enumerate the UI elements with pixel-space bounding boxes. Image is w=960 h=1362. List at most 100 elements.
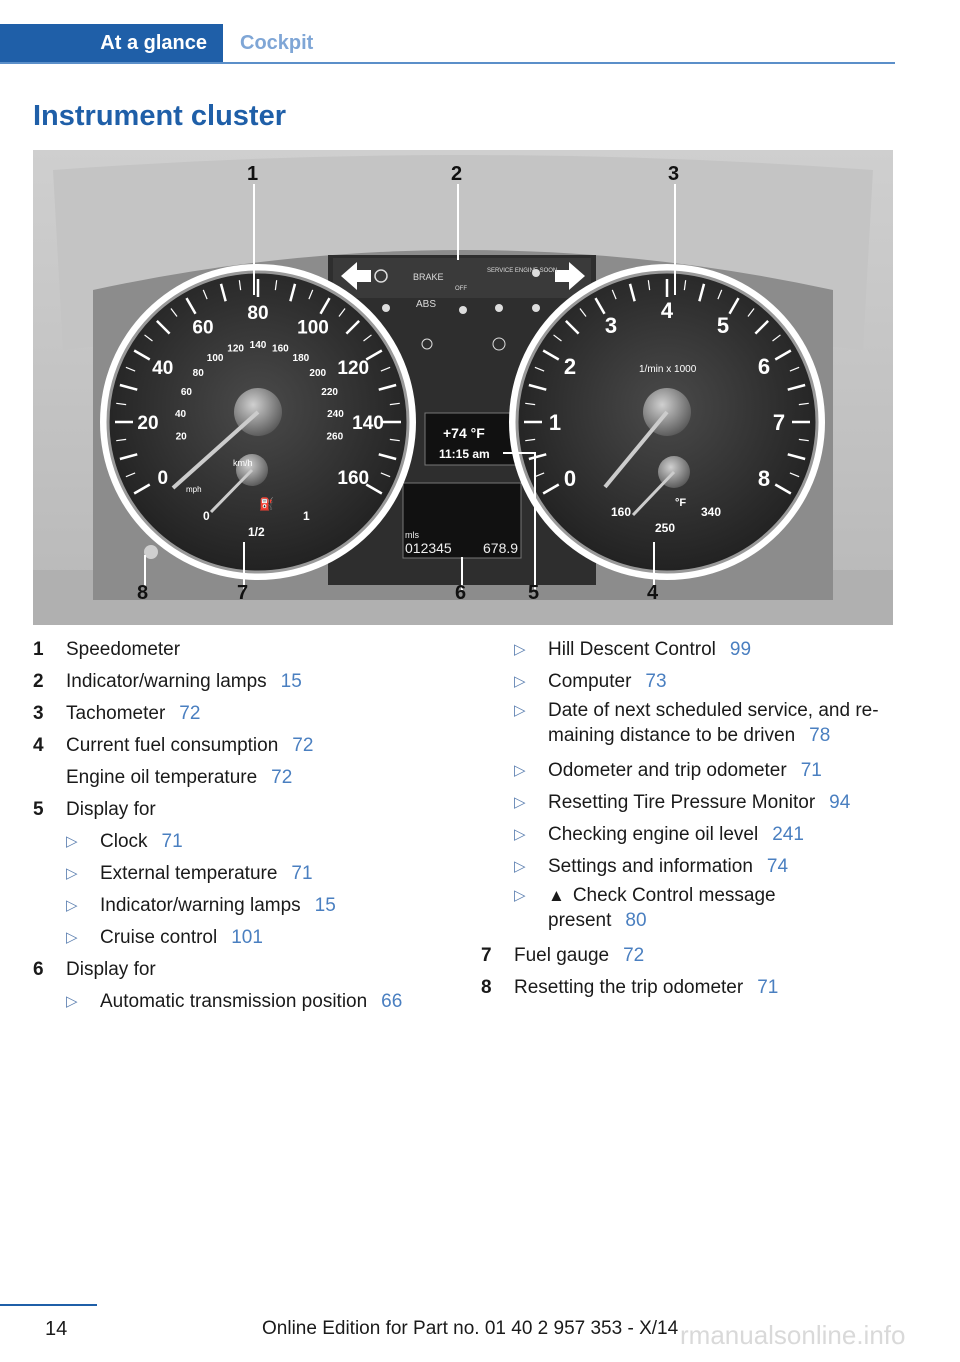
page-title: Instrument cluster xyxy=(33,100,286,132)
dial-tick xyxy=(155,319,171,335)
dial-tick xyxy=(528,383,547,391)
page-reference-link[interactable]: 15 xyxy=(280,671,302,692)
dial-tick xyxy=(542,349,560,361)
dial-tick xyxy=(789,366,800,372)
mph-scale-label: 120 xyxy=(337,358,369,379)
dial-tick xyxy=(579,308,587,317)
item-text: maining distance to be driven xyxy=(548,725,796,746)
dial-tick xyxy=(798,438,809,442)
page-reference-link[interactable]: 94 xyxy=(829,792,851,813)
mph-scale-label: 160 xyxy=(337,468,369,489)
service-lamp: SERVICE ENGINE SOON xyxy=(487,268,557,274)
page-reference-link[interactable]: 80 xyxy=(625,910,647,931)
page-reference-link[interactable]: 73 xyxy=(645,671,667,692)
dial-tick xyxy=(698,283,706,302)
item-text: Indicator/warning lamps xyxy=(100,895,301,916)
kmh-scale-label: 160 xyxy=(272,343,289,354)
mph-unit: mph xyxy=(186,485,202,494)
page-reference-link[interactable]: 99 xyxy=(729,639,752,660)
page-reference-link[interactable]: 15 xyxy=(314,895,336,916)
dial-tick xyxy=(553,334,562,342)
mph-scale-label: 100 xyxy=(297,318,329,339)
item-text: present xyxy=(548,910,612,931)
legend-number: 1 xyxy=(33,639,44,660)
kmh-scale-label: 180 xyxy=(293,353,310,364)
dial-tick xyxy=(289,283,297,302)
dial-tick xyxy=(185,297,197,315)
legend-number: 5 xyxy=(33,799,44,820)
page-reference-link[interactable]: 101 xyxy=(231,927,263,948)
dial-tick xyxy=(116,438,127,442)
page-reference-link[interactable]: 78 xyxy=(809,725,831,746)
item-text: Engine oil temperature xyxy=(66,767,258,788)
item-text: Resetting the trip odometer xyxy=(514,977,744,998)
rpm-scale-label: 1 xyxy=(549,410,561,435)
dial-tick xyxy=(144,334,153,342)
airbag-icon xyxy=(532,269,540,277)
bullet-triangle-icon: ▷ xyxy=(66,865,78,882)
tab-at-a-glance[interactable]: At a glance xyxy=(0,24,223,62)
tab-cockpit[interactable]: Cockpit xyxy=(240,32,314,54)
dial-tick xyxy=(542,483,560,495)
bullet-triangle-icon: ▷ xyxy=(66,897,78,914)
item-text: Resetting Tire Pressure Monitor xyxy=(548,792,816,813)
kmh-scale-label: 240 xyxy=(327,409,344,420)
mph-scale-label: 0 xyxy=(157,468,168,489)
dial-tick xyxy=(308,289,314,300)
odometer-value: 012345 xyxy=(405,540,452,556)
rpm-scale-label: 8 xyxy=(758,466,770,491)
kmh-scale-label: 200 xyxy=(309,368,326,379)
dial-tick xyxy=(119,383,138,391)
dial-tick xyxy=(133,349,151,361)
dial-tick xyxy=(125,472,136,478)
fuel-needle xyxy=(209,468,254,514)
dial-tick xyxy=(525,402,536,406)
item-text: External temperature xyxy=(100,863,278,884)
page-reference-link[interactable]: 72 xyxy=(623,945,645,966)
temp-time-display xyxy=(424,412,518,466)
trip-reset-knob xyxy=(144,545,158,559)
callout-lines xyxy=(144,184,676,590)
page-reference-link[interactable]: 71 xyxy=(161,831,183,852)
rpm-scale-label: 5 xyxy=(717,313,729,338)
dial-tick xyxy=(380,472,391,478)
turn-right-arrow-icon xyxy=(555,262,585,290)
item-text: Checking engine oil level xyxy=(548,824,759,845)
legend-row: ▷ External temperature 71 xyxy=(33,858,453,890)
page-reference-link[interactable]: 71 xyxy=(291,863,313,884)
page-reference-link[interactable]: 66 xyxy=(381,991,403,1012)
brake-lamp: BRAKE xyxy=(413,272,444,282)
dial-tick xyxy=(611,289,617,300)
dial-tick xyxy=(754,319,770,335)
page-reference-link[interactable]: 72 xyxy=(292,735,314,756)
bullet-triangle-icon: ▷ xyxy=(66,929,78,946)
page-reference-link[interactable]: 241 xyxy=(772,824,804,845)
fuel-pump-icon: ⛽ xyxy=(259,497,274,511)
dial-tick xyxy=(363,334,372,342)
callout-1: 1 xyxy=(247,163,258,185)
dial-tick xyxy=(787,383,806,391)
oil-temp-low: 160 xyxy=(611,505,631,519)
callout-7: 7 xyxy=(237,582,248,604)
callout-8: 8 xyxy=(137,582,148,604)
hill-descent-icon xyxy=(421,338,433,350)
dial-tick xyxy=(345,319,361,335)
mph-scale-label: 40 xyxy=(152,358,173,379)
page-reference-link[interactable]: 74 xyxy=(766,856,789,877)
dial-tick xyxy=(534,366,545,372)
item-text: Speedometer xyxy=(66,639,181,660)
outside-temp: +74 °F xyxy=(443,425,485,441)
page-reference-link[interactable]: 71 xyxy=(757,977,779,998)
page-reference-link[interactable]: 72 xyxy=(271,767,293,788)
kmh-scale-label: 140 xyxy=(250,340,267,351)
rpm-scale-label: 6 xyxy=(758,354,770,379)
fuel-zero: 0 xyxy=(203,509,210,523)
rpm-scale-label: 7 xyxy=(773,410,785,435)
page-reference-link[interactable]: 71 xyxy=(800,760,822,781)
page-reference-link[interactable]: 72 xyxy=(179,703,201,724)
bullet-triangle-icon: ▷ xyxy=(514,673,526,690)
